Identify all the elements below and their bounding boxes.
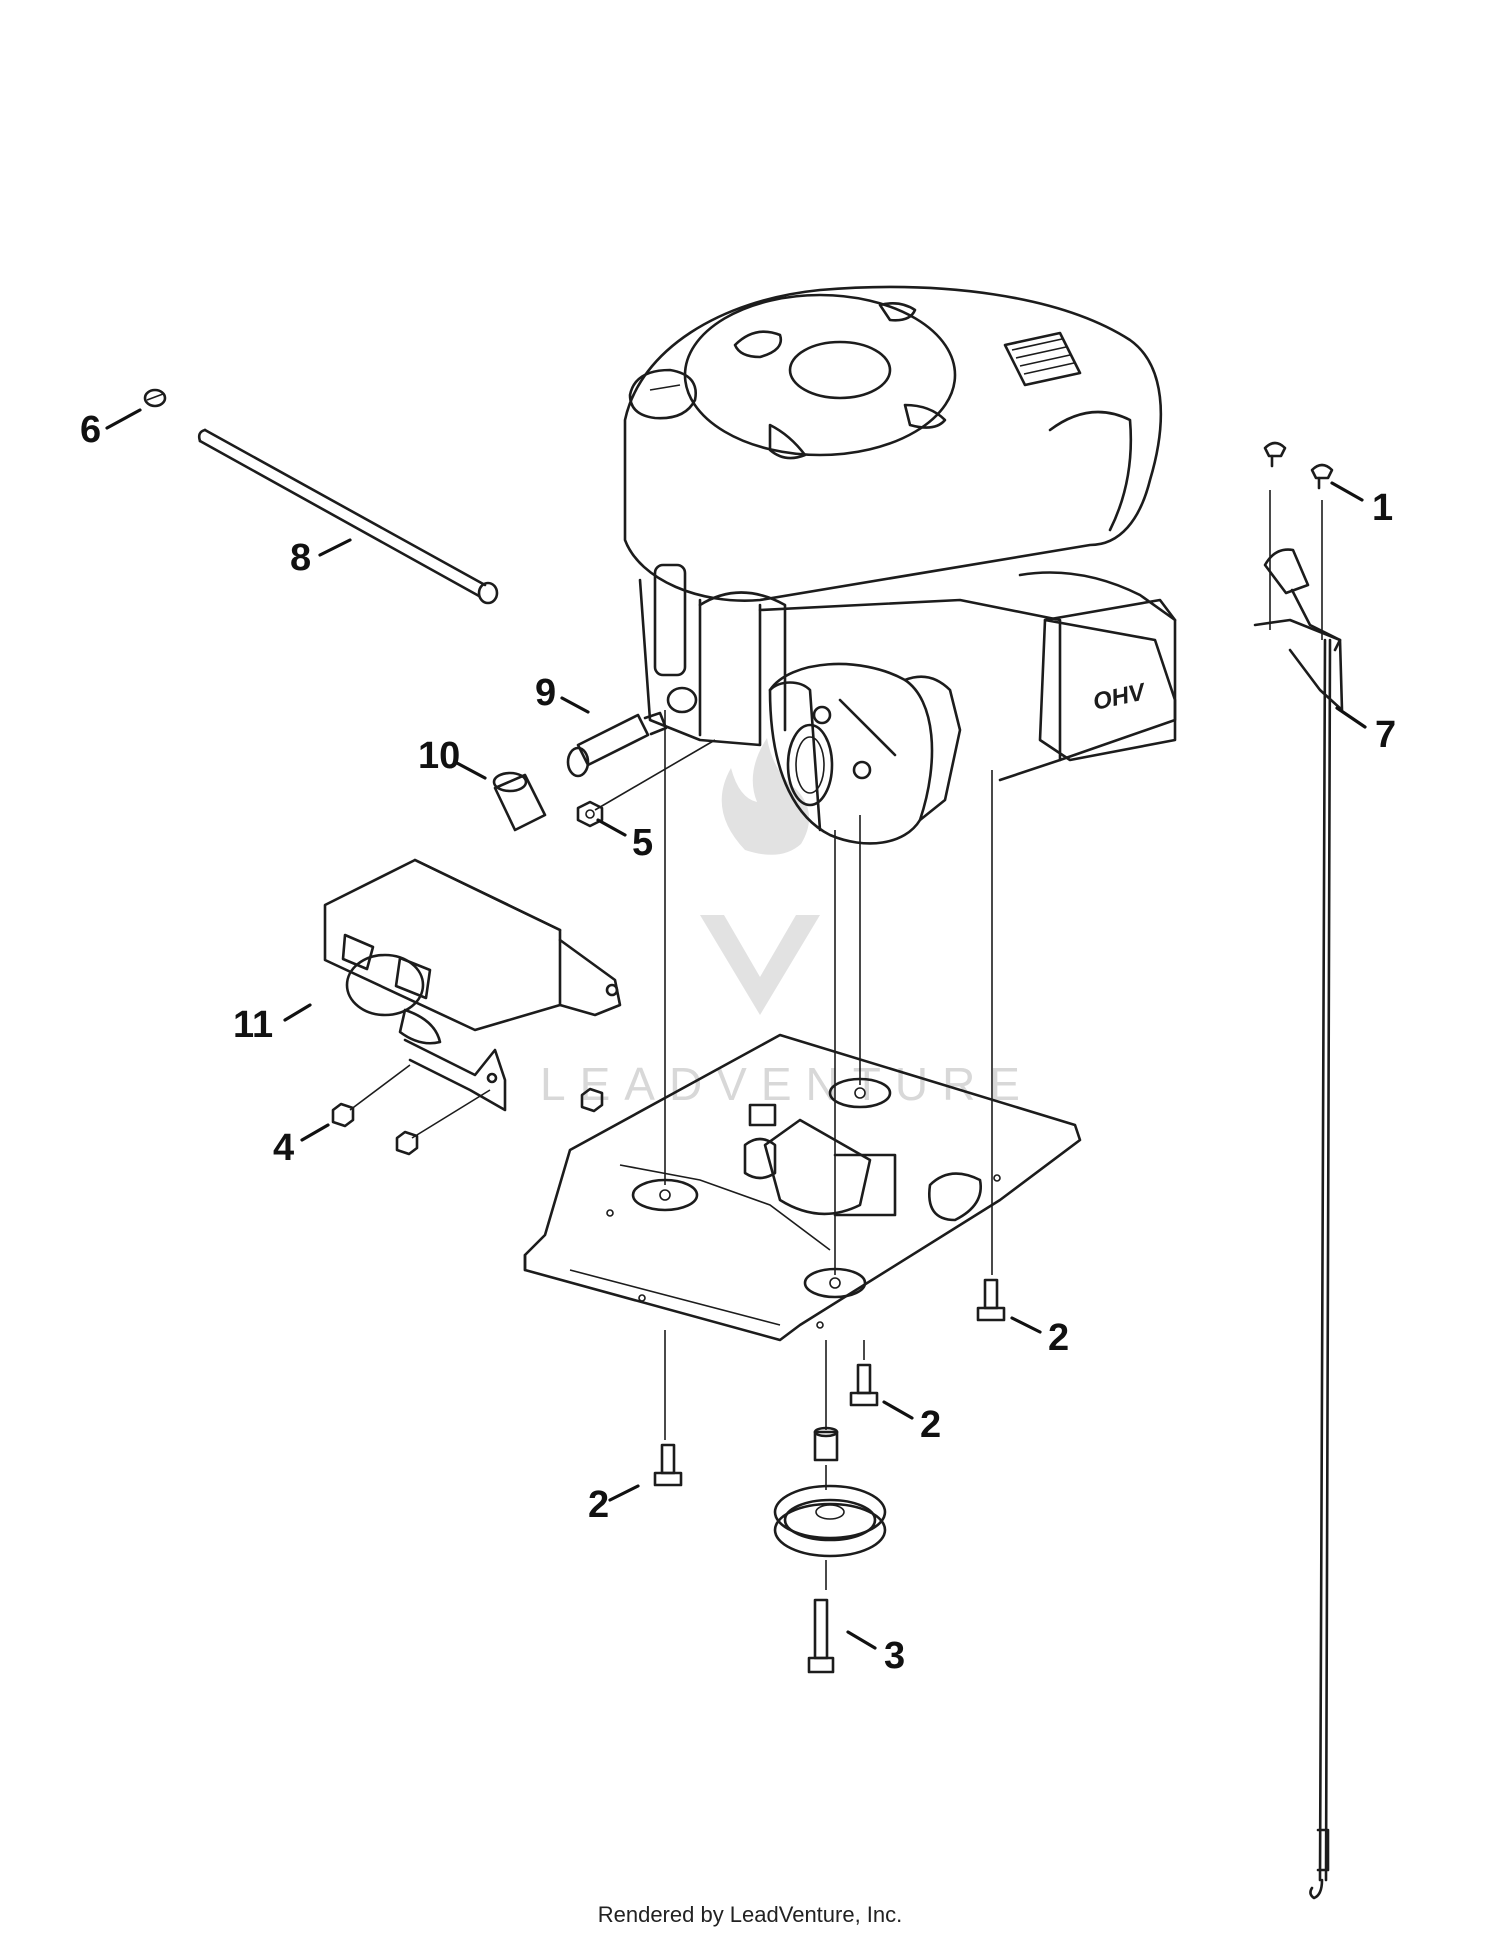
part-nut <box>576 800 604 828</box>
callout-11: 11 <box>233 1004 273 1046</box>
engine-badge: OHV <box>1091 678 1149 716</box>
callout-10: 10 <box>418 735 460 777</box>
callout-leaders <box>105 408 1367 1650</box>
part-tube <box>197 428 499 605</box>
callout-9: 9 <box>535 672 556 714</box>
callout-2-right: 2 <box>1048 1317 1069 1359</box>
watermark-text: LEADVENTURE <box>540 1058 1034 1110</box>
callout-5: 5 <box>632 822 653 864</box>
footer-credit: Rendered by LeadVenture, Inc. <box>597 1902 903 1927</box>
guide-lines <box>349 490 1323 1590</box>
part-sleeve <box>492 771 547 832</box>
part-pulley <box>773 1426 887 1674</box>
callout-7: 7 <box>1375 714 1396 756</box>
callout-labels: 6 8 1 7 9 10 5 11 4 2 2 2 3 <box>80 409 1396 1677</box>
callout-4: 4 <box>273 1127 294 1169</box>
callout-3: 3 <box>884 1635 905 1677</box>
part-fitting <box>566 711 668 778</box>
engine-mounting-plate <box>523 1033 1082 1342</box>
callout-1: 1 <box>1372 487 1393 529</box>
part-throttle-control <box>1253 441 1344 1900</box>
callout-8: 8 <box>290 537 311 579</box>
callout-2-middle: 2 <box>920 1404 941 1446</box>
engine: OHV <box>623 285 1177 845</box>
callout-2-left: 2 <box>588 1484 609 1526</box>
callout-6: 6 <box>80 409 101 451</box>
watermark: LEADVENTURE <box>540 738 1034 1110</box>
part-bolts-2 <box>653 1278 1006 1487</box>
part-screws-4 <box>331 1087 604 1156</box>
part-cap <box>143 388 167 408</box>
part-heat-shield <box>323 858 622 1112</box>
